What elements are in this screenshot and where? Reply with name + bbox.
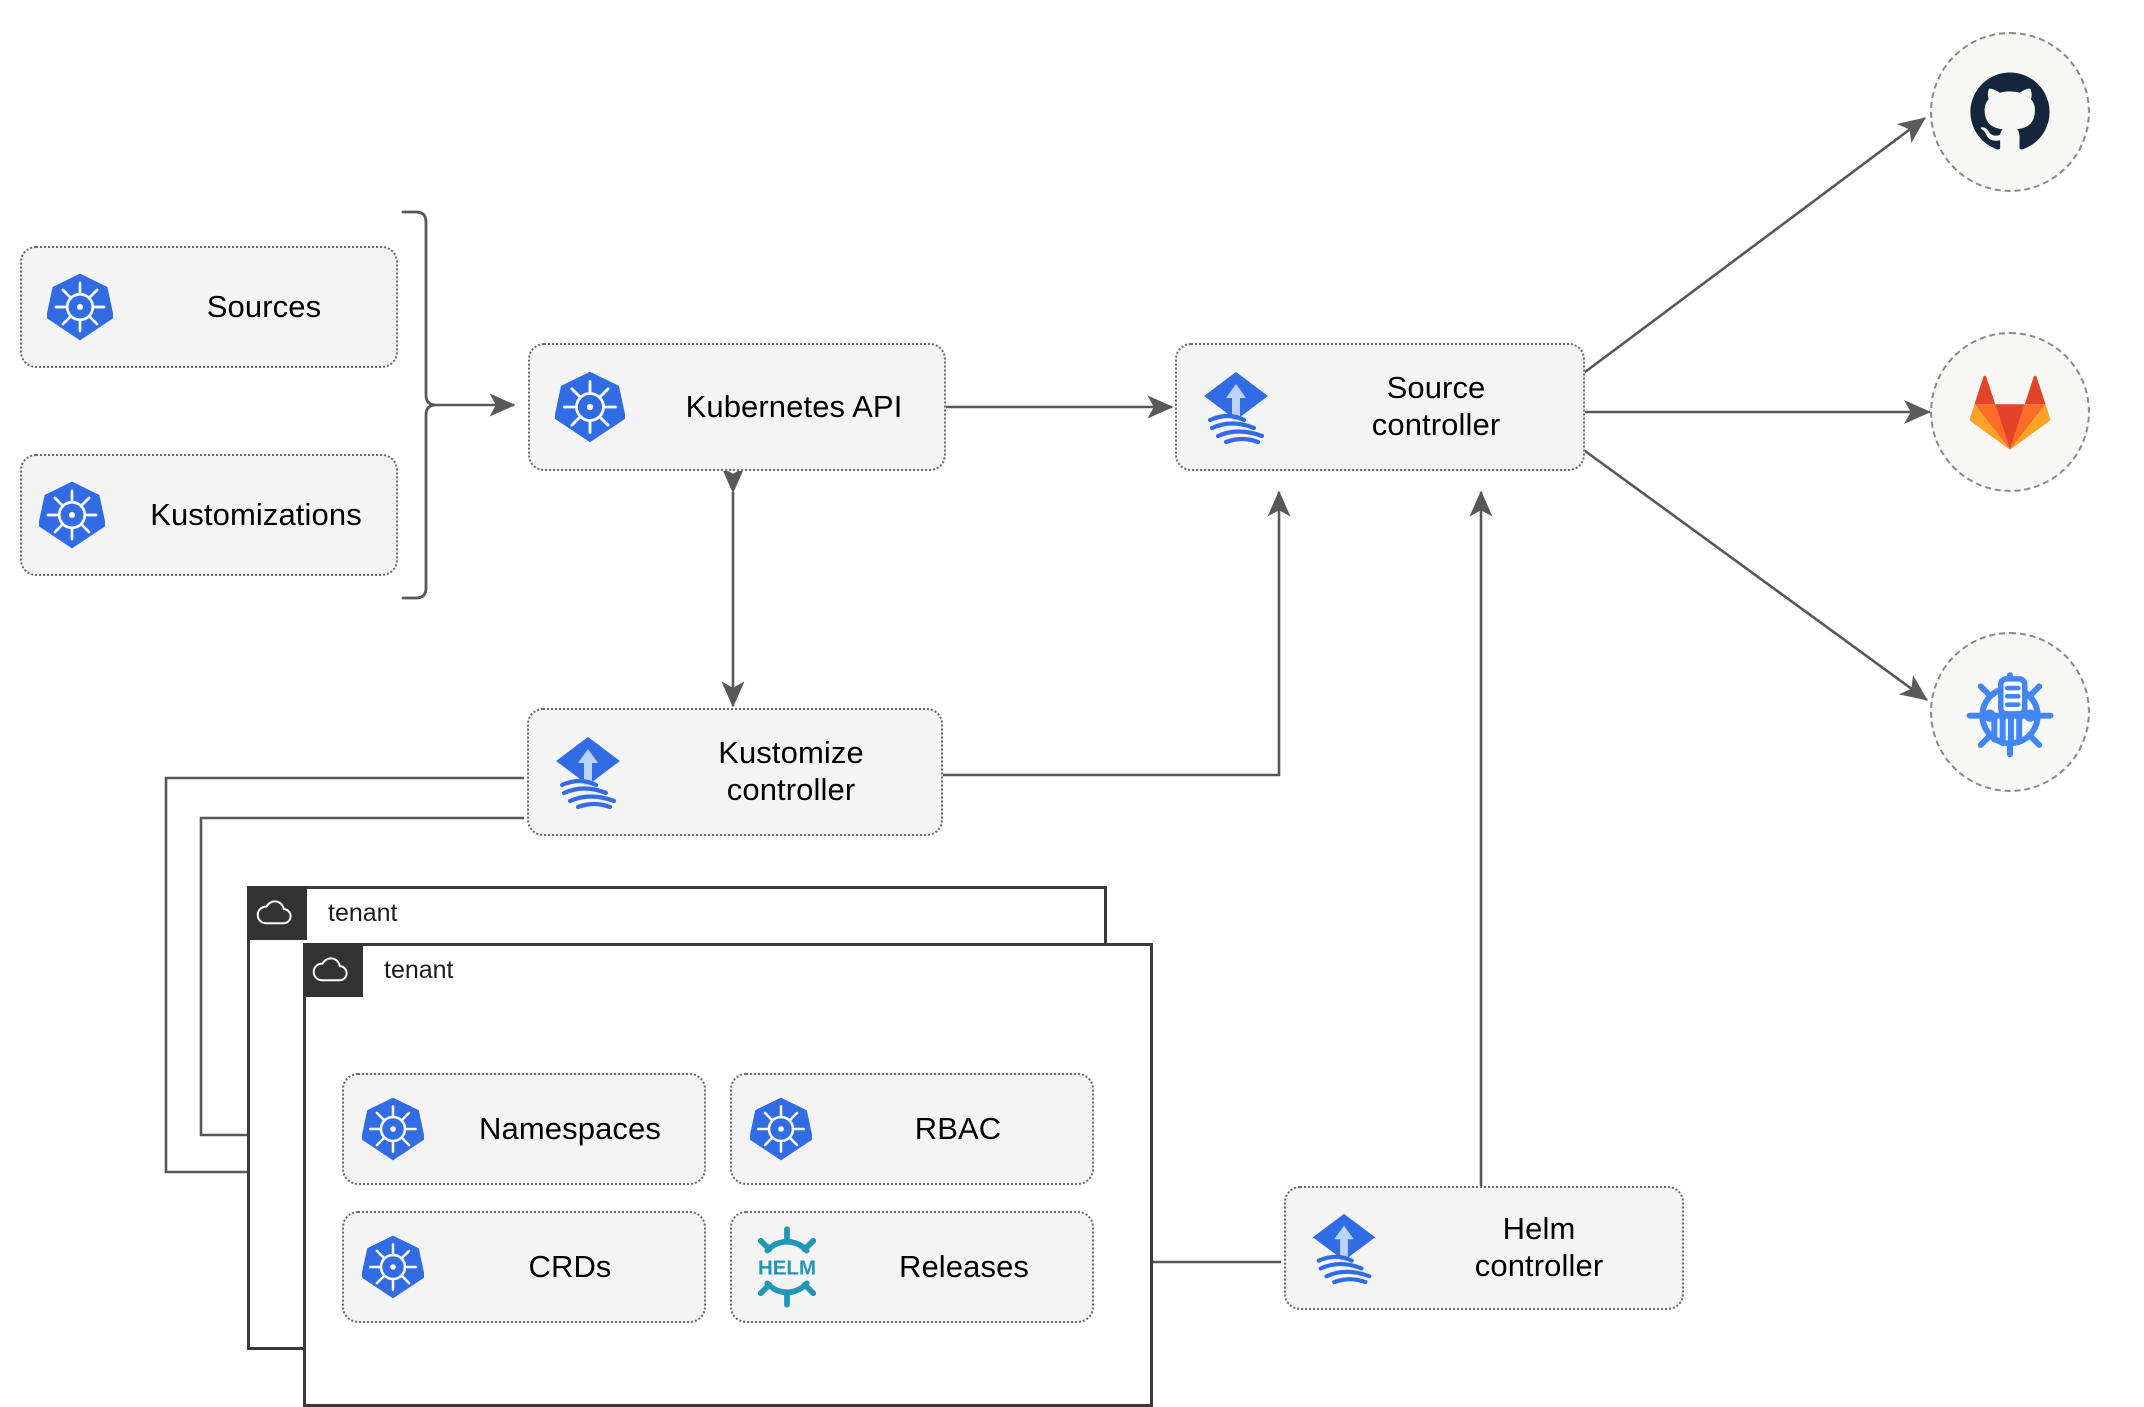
kubernetes-icon <box>344 1234 442 1300</box>
node-sources[interactable]: Sources <box>20 246 398 368</box>
node-helm-controller-label: Helm controller <box>1474 1211 1604 1283</box>
node-releases[interactable]: HELM Releases <box>730 1211 1094 1323</box>
helm-repository-icon <box>1964 666 2056 758</box>
kubernetes-icon <box>530 370 650 444</box>
node-rbac-label: RBAC <box>914 1110 1002 1146</box>
flux-icon <box>529 733 647 811</box>
node-kustomize-controller-label: Kustomize controller <box>718 735 864 807</box>
node-kustomize-controller[interactable]: Kustomize controller <box>527 708 943 836</box>
provider-helm-repository[interactable] <box>1930 632 2090 792</box>
flux-icon <box>1177 368 1295 446</box>
node-kustomizations[interactable]: Kustomizations <box>20 454 398 576</box>
node-sources-label: Sources <box>206 288 322 324</box>
tenant-panel-front[interactable]: tenant Namespaces <box>303 943 1153 1407</box>
node-kubernetes-api-label: Kubernetes API <box>685 388 903 424</box>
node-source-controller-label: Source controller <box>1371 370 1501 442</box>
provider-github[interactable] <box>1930 32 2090 192</box>
node-crds-label: CRDs <box>528 1248 612 1284</box>
tenant-back-tab <box>247 886 307 940</box>
node-source-controller[interactable]: Source controller <box>1175 343 1585 471</box>
node-crds[interactable]: CRDs <box>342 1211 706 1323</box>
kubernetes-icon <box>22 272 138 342</box>
kubernetes-icon <box>732 1096 830 1162</box>
provider-gitlab[interactable] <box>1930 332 2090 492</box>
gitlab-icon <box>1968 371 2052 453</box>
kubernetes-icon <box>22 480 122 550</box>
cloud-icon <box>303 943 357 997</box>
node-helm-controller[interactable]: Helm controller <box>1284 1186 1684 1310</box>
github-icon <box>1967 69 2053 155</box>
svg-text:HELM: HELM <box>758 1256 816 1279</box>
kubernetes-icon <box>344 1096 442 1162</box>
tenant-front-label: tenant <box>384 955 454 984</box>
node-releases-label: Releases <box>898 1248 1030 1284</box>
tenant-front-tab <box>303 943 363 997</box>
node-rbac[interactable]: RBAC <box>730 1073 1094 1185</box>
tenant-back-label: tenant <box>328 898 398 927</box>
node-kubernetes-api[interactable]: Kubernetes API <box>528 343 946 471</box>
helm-icon: HELM <box>732 1226 842 1308</box>
node-kustomizations-label: Kustomizations <box>150 496 362 532</box>
flux-icon <box>1286 1210 1402 1286</box>
node-namespaces[interactable]: Namespaces <box>342 1073 706 1185</box>
cloud-icon <box>247 886 301 940</box>
node-namespaces-label: Namespaces <box>479 1110 661 1146</box>
